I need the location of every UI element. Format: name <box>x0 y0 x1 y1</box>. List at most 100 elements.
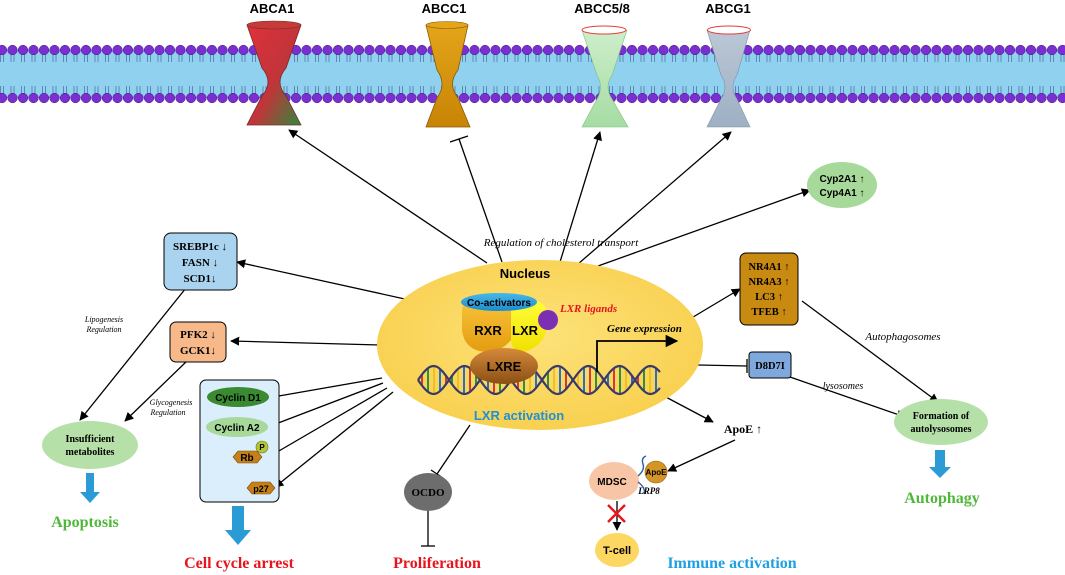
rb-node <box>232 450 263 464</box>
nr4a3-label: NR4A3 ↑ <box>748 277 789 288</box>
inhibit-abcc1 <box>458 138 503 263</box>
dna-helix <box>417 364 661 396</box>
lipogenesis-box: SREBP1c ↓ FASN ↓ SCD1↓ <box>163 232 238 291</box>
lipogenesis-regulation-line1: Lipogenesis <box>84 315 123 324</box>
tcell-label: T-cell <box>603 545 631 557</box>
gene-expression-arrow <box>596 334 679 372</box>
transporter-abcg1: ABCG1 <box>705 1 751 128</box>
lrp8-receptor <box>637 455 647 477</box>
cyclin-d1 <box>207 387 269 407</box>
transporter-abcc58: ABCC5/8 <box>574 1 630 128</box>
lxr-ligands-label: LXR ligands <box>559 303 617 315</box>
cyclin-d1-label: Cyclin D1 <box>215 393 261 404</box>
block-cross-icon <box>607 504 626 523</box>
arrow-to-abcg1 <box>577 131 732 265</box>
cyp4a1-label: Cyp4A1 ↑ <box>819 188 864 199</box>
autophagy-label: Autophagy <box>904 490 980 507</box>
arrow-glycogenesis-to-insufficient <box>124 359 189 422</box>
abca1-label: ABCA1 <box>250 1 295 16</box>
apoe-small-label: ApoE <box>646 468 668 477</box>
lxr-label: LXR <box>512 323 539 338</box>
cell-membrane <box>0 44 1065 104</box>
lipid-heads-bottom <box>0 86 1065 104</box>
arrow-to-abcc58 <box>559 131 602 263</box>
lxre-element <box>470 348 538 384</box>
lxr-ligand <box>538 310 558 330</box>
cell-cycle-box: Cyclin D1 Cyclin A2 Rb P p27 <box>199 379 280 503</box>
down-arrow-icon <box>929 450 951 478</box>
arrow-to-glycogenesis-box <box>230 336 381 346</box>
nucleus: Nucleus Gene expression RXR LXR Co-activ… <box>377 260 703 430</box>
ocdo-node: OCDO <box>404 473 452 511</box>
tfeb-label: TFEB ↑ <box>751 307 786 318</box>
arrow-to-p27 <box>274 391 394 488</box>
arrow-to-lipogenesis-box <box>236 259 433 306</box>
transporter-abca1: ABCA1 <box>246 1 302 126</box>
coactivators <box>461 293 537 311</box>
phospho-label: P <box>259 443 265 452</box>
proliferation-label: Proliferation <box>393 555 481 572</box>
p27-node <box>246 481 276 495</box>
mdsc-label: MDSC <box>597 477 626 488</box>
inhibit-cyclin-d1 <box>272 377 383 398</box>
pfk2-label: PFK2 ↓ <box>180 329 216 341</box>
phospho-icon <box>255 440 269 454</box>
rb-label: Rb <box>240 453 253 464</box>
nucleus-title: Nucleus <box>500 266 551 281</box>
nr4a-box: NR4A1 ↑ NR4A3 ↑ LC3 ↑ TFEB ↑ <box>739 252 799 326</box>
cell-cycle-arrest-label: Cell cycle arrest <box>184 555 295 572</box>
transporter-abcc1: ABCC1 <box>422 1 471 128</box>
cyp-node: Cyp2A1 ↑ Cyp4A1 ↑ <box>807 162 877 208</box>
nr4a1-label: NR4A1 ↑ <box>748 262 789 273</box>
arrow-lysosomes <box>789 376 906 419</box>
tcell-node: T-cell <box>595 533 639 567</box>
apoptosis-label: Apoptosis <box>51 514 119 531</box>
scd1-label: SCD1↓ <box>183 273 216 285</box>
inhibit-ocdo <box>436 424 471 475</box>
inhibit-d8d7i <box>697 364 748 367</box>
lxr-activation-label: LXR activation <box>474 408 564 423</box>
autolysosomes-line1: Formation of <box>913 411 970 422</box>
inhibit-rb <box>271 387 388 456</box>
d8d7i-node: D8D7I <box>748 351 792 379</box>
regulation-cholesterol-label: Regulation of cholesterol transport <box>483 237 639 249</box>
arrow-to-abca1 <box>288 129 488 264</box>
cyclin-a2-label: Cyclin A2 <box>214 423 260 434</box>
arrow-to-apoe <box>661 394 714 423</box>
immune-activation-label: Immune activation <box>667 555 796 572</box>
membrane-core <box>0 50 1065 98</box>
srebp1c-label: SREBP1c ↓ <box>173 241 227 253</box>
arrow-to-cyp <box>597 188 811 267</box>
cyp2a1-label: Cyp2A1 ↑ <box>819 174 864 185</box>
lrp8-label: LRP8 <box>637 486 660 496</box>
d8d7i-label: D8D7I <box>755 361 785 372</box>
ocdo-label: OCDO <box>412 487 445 499</box>
lc3-label: LC3 ↑ <box>755 292 783 303</box>
rxr-label: RXR <box>474 323 502 338</box>
autolysosomes-line2: autolysosomes <box>910 424 971 435</box>
coactivators-label: Co-activators <box>467 298 531 309</box>
arrow-apoe-to-mdsc <box>667 439 736 472</box>
glycogenesis-regulation-line1: Glycogenesis <box>150 398 193 407</box>
fasn-label: FASN ↓ <box>182 257 218 269</box>
down-arrow-icon <box>225 506 251 545</box>
mdsc-cell: MDSC ApoE LRP8 <box>589 455 668 500</box>
arrow-autophagosomes <box>801 300 939 403</box>
abcc1-label: ABCC1 <box>422 1 467 16</box>
abcc58-label: ABCC5/8 <box>574 1 630 16</box>
gck1-label: GCK1↓ <box>180 345 216 357</box>
abcg1-label: ABCG1 <box>705 1 751 16</box>
rxr-receptor <box>462 300 511 353</box>
insufficient-line2: metabolites <box>66 447 115 458</box>
glycogenesis-regulation-line2: Regulation <box>149 408 185 417</box>
down-arrow-icon <box>80 473 100 503</box>
p27-label: p27 <box>253 484 269 494</box>
autophagosomes-label: Autophagosomes <box>864 331 940 343</box>
gene-expression-label: Gene expression <box>607 323 682 335</box>
insufficient-line1: Insufficient <box>66 434 116 445</box>
lxr-receptor <box>511 300 548 352</box>
arrow-lipogenesis-to-insufficient <box>79 282 191 421</box>
insufficient-metabolites-node: Insufficient metabolites <box>42 421 138 469</box>
apoe-particle <box>644 460 668 484</box>
